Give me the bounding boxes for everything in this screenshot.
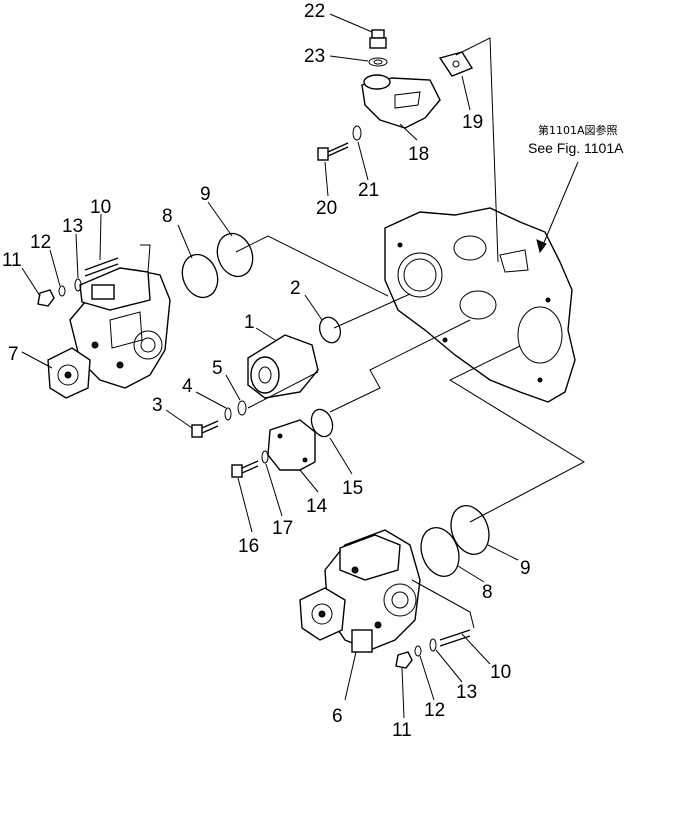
label-22: 22 [304,1,325,22]
label-1: 1 [244,312,255,333]
label-3: 3 [152,395,163,416]
upper-orings [181,232,254,299]
label-16: 16 [238,536,259,557]
label-14: 14 [306,496,328,517]
elbow-group [317,29,474,161]
upper-fasteners [37,257,119,307]
reference-japanese: 第1101A図参照 [538,123,618,137]
label-9-upper: 9 [200,184,211,205]
label-6: 6 [332,706,343,727]
label-18: 18 [408,144,429,165]
label-12-lower: 12 [424,700,445,721]
part-labels: 22 23 19 18 20 21 9 8 10 13 12 11 7 2 1 … [2,1,531,741]
lower-fasteners [395,629,471,669]
label-21: 21 [358,180,379,201]
gear-pump [191,316,342,438]
label-23: 23 [304,46,325,67]
cover-group [231,408,334,478]
label-20: 20 [316,198,337,219]
label-9-lower: 9 [520,558,531,579]
reference-english: See Fig. 1101A [528,140,624,156]
label-7: 7 [8,344,19,365]
label-15: 15 [342,478,363,499]
label-13-upper: 13 [62,216,83,237]
transmission-case [384,207,576,403]
leader-lines [21,13,586,719]
label-17: 17 [272,518,293,539]
label-8-lower: 8 [482,582,493,603]
reference-note: 第1101A図参照 See Fig. 1101A [528,123,624,156]
label-10-upper: 10 [90,197,111,218]
label-10-lower: 10 [490,662,511,683]
upper-pump [47,267,171,399]
label-11-upper: 11 [2,250,22,271]
label-8-upper: 8 [162,206,173,227]
label-2: 2 [290,278,301,299]
label-11-lower: 11 [392,720,412,741]
lower-pump [299,529,421,653]
label-4: 4 [182,376,193,397]
label-5: 5 [212,358,223,379]
label-19: 19 [462,112,483,133]
label-13-lower: 13 [456,682,477,703]
lower-orings [420,505,490,577]
label-12-upper: 12 [30,232,51,253]
